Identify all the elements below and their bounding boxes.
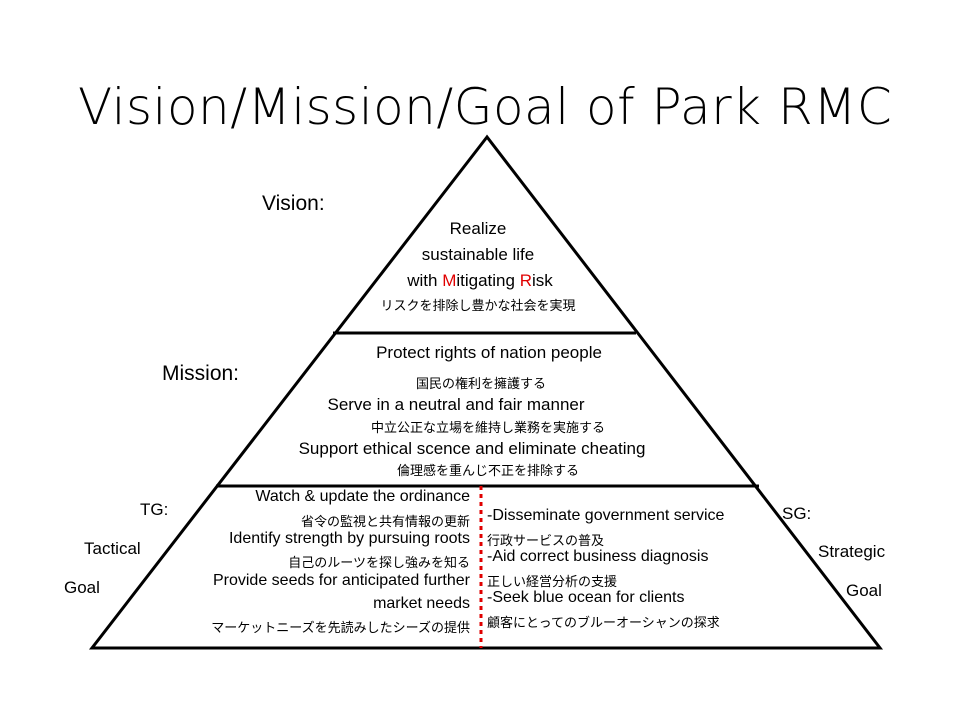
highlight-m: M bbox=[442, 271, 457, 290]
sg-3-jp: 顧客にとってのブルーオーシャンの探求 bbox=[487, 615, 720, 630]
text: isk bbox=[531, 271, 553, 290]
mission-2-jp: 中立公正な立場を維持し業務を実施する bbox=[370, 420, 606, 435]
text: with bbox=[407, 271, 443, 290]
mission-1-en: Protect rights of nation people bbox=[376, 343, 602, 362]
tg-label: TG: bbox=[140, 500, 169, 519]
highlight-r: R bbox=[519, 271, 532, 290]
sg-2-jp: 正しい経営分析の支援 bbox=[487, 574, 618, 589]
strategic-label: Strategic bbox=[818, 542, 886, 561]
goal-left-label: Goal bbox=[64, 578, 100, 597]
tg-3-jp: マーケットニーズを先読みしたシーズの提供 bbox=[211, 620, 470, 635]
text: itigating bbox=[456, 271, 520, 290]
sg-2-en: -Aid correct business diagnosis bbox=[487, 548, 709, 565]
sg-3-en: -Seek blue ocean for clients bbox=[487, 589, 685, 606]
mission-3-en: Support ethical scence and eliminate che… bbox=[298, 439, 646, 458]
pyramid-outline bbox=[88, 134, 884, 650]
mission-3-jp: 倫理感を重んじ不正を排除する bbox=[396, 463, 580, 478]
goal-right-label: Goal bbox=[846, 581, 882, 600]
vision-line-3: with Mitigating Risk bbox=[407, 271, 553, 291]
vision-label: Vision: bbox=[262, 192, 325, 215]
slide-title: Vision/Mission/Goal of Park RMC bbox=[78, 78, 893, 136]
mission-label: Mission: bbox=[162, 362, 240, 385]
tg-3-en-2: market needs bbox=[373, 595, 470, 612]
tactical-label: Tactical bbox=[84, 539, 141, 558]
mission-1-jp: 国民の権利を擁護する bbox=[415, 376, 547, 391]
sg-label: SG: bbox=[782, 504, 812, 523]
sg-1-en: -Disseminate government service bbox=[487, 507, 725, 524]
vision-jp: リスクを排除し豊かな社会を実現 bbox=[380, 298, 576, 313]
tg-3-en: Provide seeds for anticipated further bbox=[212, 572, 470, 589]
vision-line-1: Realize bbox=[449, 219, 507, 238]
tg-1-en: Watch & update the ordinance bbox=[255, 488, 470, 505]
tg-1-jp: 省令の監視と共有情報の更新 bbox=[300, 514, 470, 529]
tg-2-en: Identify strength by pursuing roots bbox=[228, 530, 470, 547]
mission-2-en: Serve in a neutral and fair manner bbox=[327, 395, 585, 414]
sg-1-jp: 行政サービスの普及 bbox=[487, 533, 605, 548]
tg-2-jp: 自己のルーツを探し強みを知る bbox=[288, 555, 470, 570]
vision-line-2: sustainable life bbox=[421, 245, 535, 264]
